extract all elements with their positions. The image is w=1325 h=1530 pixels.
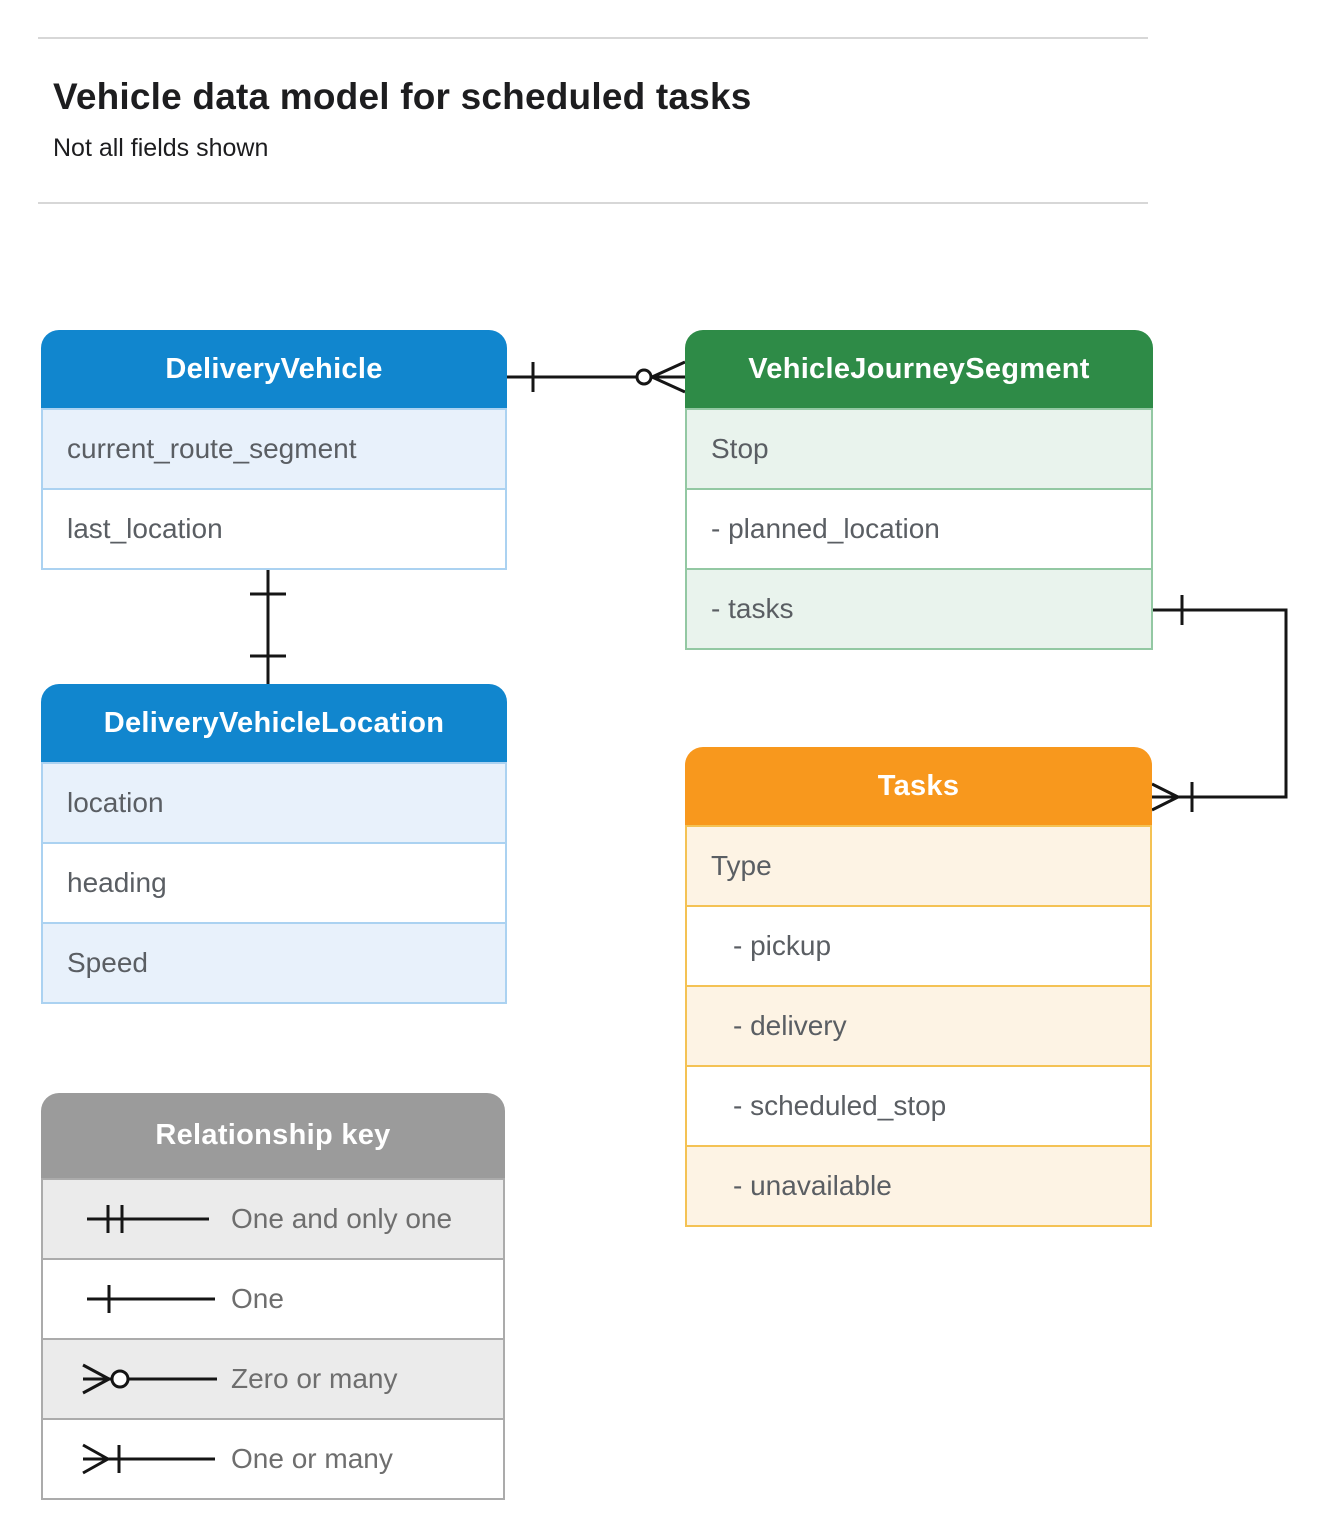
entity-row: heading <box>41 844 507 924</box>
legend-item: Zero or many <box>41 1340 505 1420</box>
field-label: - delivery <box>733 1010 847 1041</box>
legend-label: One <box>231 1283 284 1314</box>
field-label: - planned_location <box>711 513 940 544</box>
entity-tasks: Tasks Type - pickup - delivery - schedul… <box>685 747 1152 1227</box>
entity-row: - pickup <box>685 907 1152 987</box>
entity-row: Stop <box>685 408 1153 490</box>
relationship-key: Relationship key One and only one One <box>41 1093 505 1500</box>
entity-row: Type <box>685 825 1152 907</box>
field-label: - tasks <box>711 593 794 624</box>
field-label: current_route_segment <box>67 433 357 464</box>
entity-header: DeliveryVehicle <box>41 330 507 408</box>
field-label: - unavailable <box>733 1170 892 1201</box>
entity-header: Tasks <box>685 747 1152 825</box>
entity-row: - scheduled_stop <box>685 1067 1152 1147</box>
crow-foot-icon <box>1151 795 1179 812</box>
one-and-only-one-symbol-icon <box>87 1205 209 1233</box>
entity-row: Speed <box>41 924 507 1004</box>
entity-row: - planned_location <box>685 490 1153 570</box>
entity-vehicle-journey-segment: VehicleJourneySegment Stop - planned_loc… <box>685 330 1153 650</box>
header-divider <box>38 202 1148 204</box>
entity-row: current_route_segment <box>41 408 507 490</box>
entity-title: Tasks <box>877 769 960 802</box>
entity-row: - delivery <box>685 987 1152 1067</box>
top-divider <box>38 37 1148 39</box>
field-label: heading <box>67 867 167 898</box>
connector-tasksfield-to-tasks <box>1151 595 1288 812</box>
entity-row: - tasks <box>685 570 1153 650</box>
entity-title: VehicleJourneySegment <box>748 352 1090 385</box>
page-subtitle: Not all fields shown <box>53 134 269 162</box>
field-label: - pickup <box>733 930 832 961</box>
legend-header: Relationship key <box>41 1093 505 1178</box>
entity-row: last_location <box>41 490 507 570</box>
legend-item: One <box>41 1260 505 1340</box>
entity-header: DeliveryVehicleLocation <box>41 684 507 762</box>
field-label: location <box>67 787 164 818</box>
entity-header: VehicleJourneySegment <box>685 330 1153 408</box>
entity-delivery-vehicle: DeliveryVehicle current_route_segment la… <box>41 330 507 570</box>
legend-label: Zero or many <box>231 1363 398 1394</box>
one-or-many-symbol-icon <box>82 1443 215 1475</box>
cardinality-zero-circle <box>635 368 653 386</box>
field-label: Type <box>711 850 772 881</box>
entity-row: location <box>41 762 507 844</box>
crow-foot-icon <box>651 375 686 394</box>
legend-label: One or many <box>231 1443 393 1474</box>
entity-title: DeliveryVehicle <box>165 352 383 385</box>
legend-title: Relationship key <box>155 1119 391 1151</box>
crow-foot-icon <box>651 360 686 379</box>
entity-title: DeliveryVehicleLocation <box>103 706 445 739</box>
connector-deliveryvehicle-to-deliveryvehiclelocation <box>250 568 286 684</box>
page-title: Vehicle data model for scheduled tasks <box>53 76 752 117</box>
legend-item: One or many <box>41 1420 505 1500</box>
one-symbol-icon <box>87 1285 215 1313</box>
field-label: Speed <box>67 947 148 978</box>
entity-row: - unavailable <box>685 1147 1152 1227</box>
field-label: - scheduled_stop <box>733 1090 947 1121</box>
field-label: Stop <box>711 433 769 464</box>
entity-delivery-vehicle-location: DeliveryVehicleLocation location heading… <box>41 684 507 1004</box>
connector-deliveryvehicle-to-vehiclejourneysegment <box>507 360 686 394</box>
crow-foot-icon <box>1151 782 1179 799</box>
legend-item: One and only one <box>41 1178 505 1260</box>
field-label: last_location <box>67 513 223 544</box>
legend-label: One and only one <box>231 1203 453 1234</box>
zero-or-many-symbol-icon <box>82 1363 217 1395</box>
